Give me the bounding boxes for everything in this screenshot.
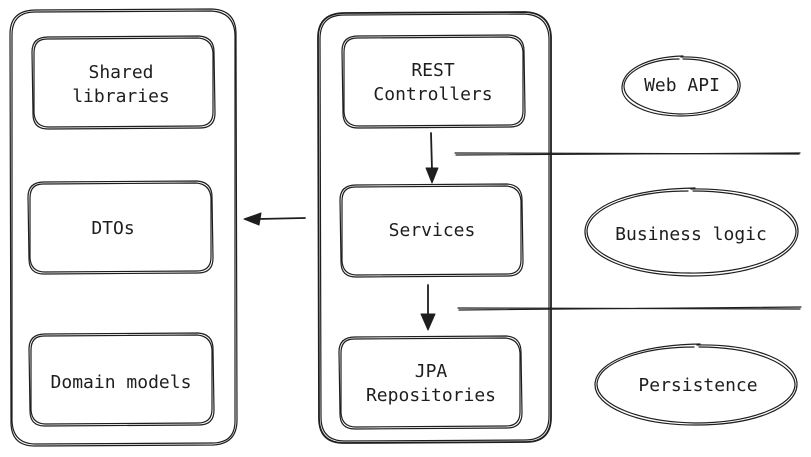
domain-models-box: Domain models [28, 332, 215, 427]
shared-libraries-label-line2: libraries [72, 86, 170, 107]
rest-controllers-label-line1: REST [411, 60, 455, 81]
web-api-label: Web API [644, 75, 720, 96]
domain-models-label: Domain models [51, 372, 192, 393]
layer-divider-top [454, 152, 801, 156]
rest-controllers-box: REST Controllers [341, 34, 526, 129]
persistence-layer-tag: Persistence [594, 343, 798, 426]
controllers-to-services-arrow [425, 132, 439, 184]
shared-libraries-box: Shared libraries [31, 35, 216, 130]
dtos-box: DTOs [27, 180, 214, 275]
services-label: Services [389, 220, 476, 241]
layer-divider-bottom [457, 306, 802, 311]
rest-controllers-label-line2: Controllers [373, 84, 492, 105]
shared-modules-container [9, 8, 238, 447]
web-api-layer-tag: Web API [621, 55, 741, 117]
jpa-repositories-box: JPA Repositories [338, 335, 523, 430]
dtos-label: DTOs [91, 218, 134, 239]
shared-libraries-label-line1: Shared [88, 62, 153, 83]
dependency-arrow-left [243, 212, 306, 226]
business-logic-label: Business logic [615, 224, 767, 245]
services-box: Services [339, 183, 524, 278]
jpa-repositories-label-line1: JPA [415, 361, 448, 382]
application-container [317, 11, 552, 444]
jpa-repositories-label-line2: Repositories [366, 385, 496, 406]
services-to-repositories-arrow [420, 284, 436, 331]
persistence-label: Persistence [638, 375, 757, 396]
business-logic-layer-tag: Business logic [584, 187, 799, 277]
